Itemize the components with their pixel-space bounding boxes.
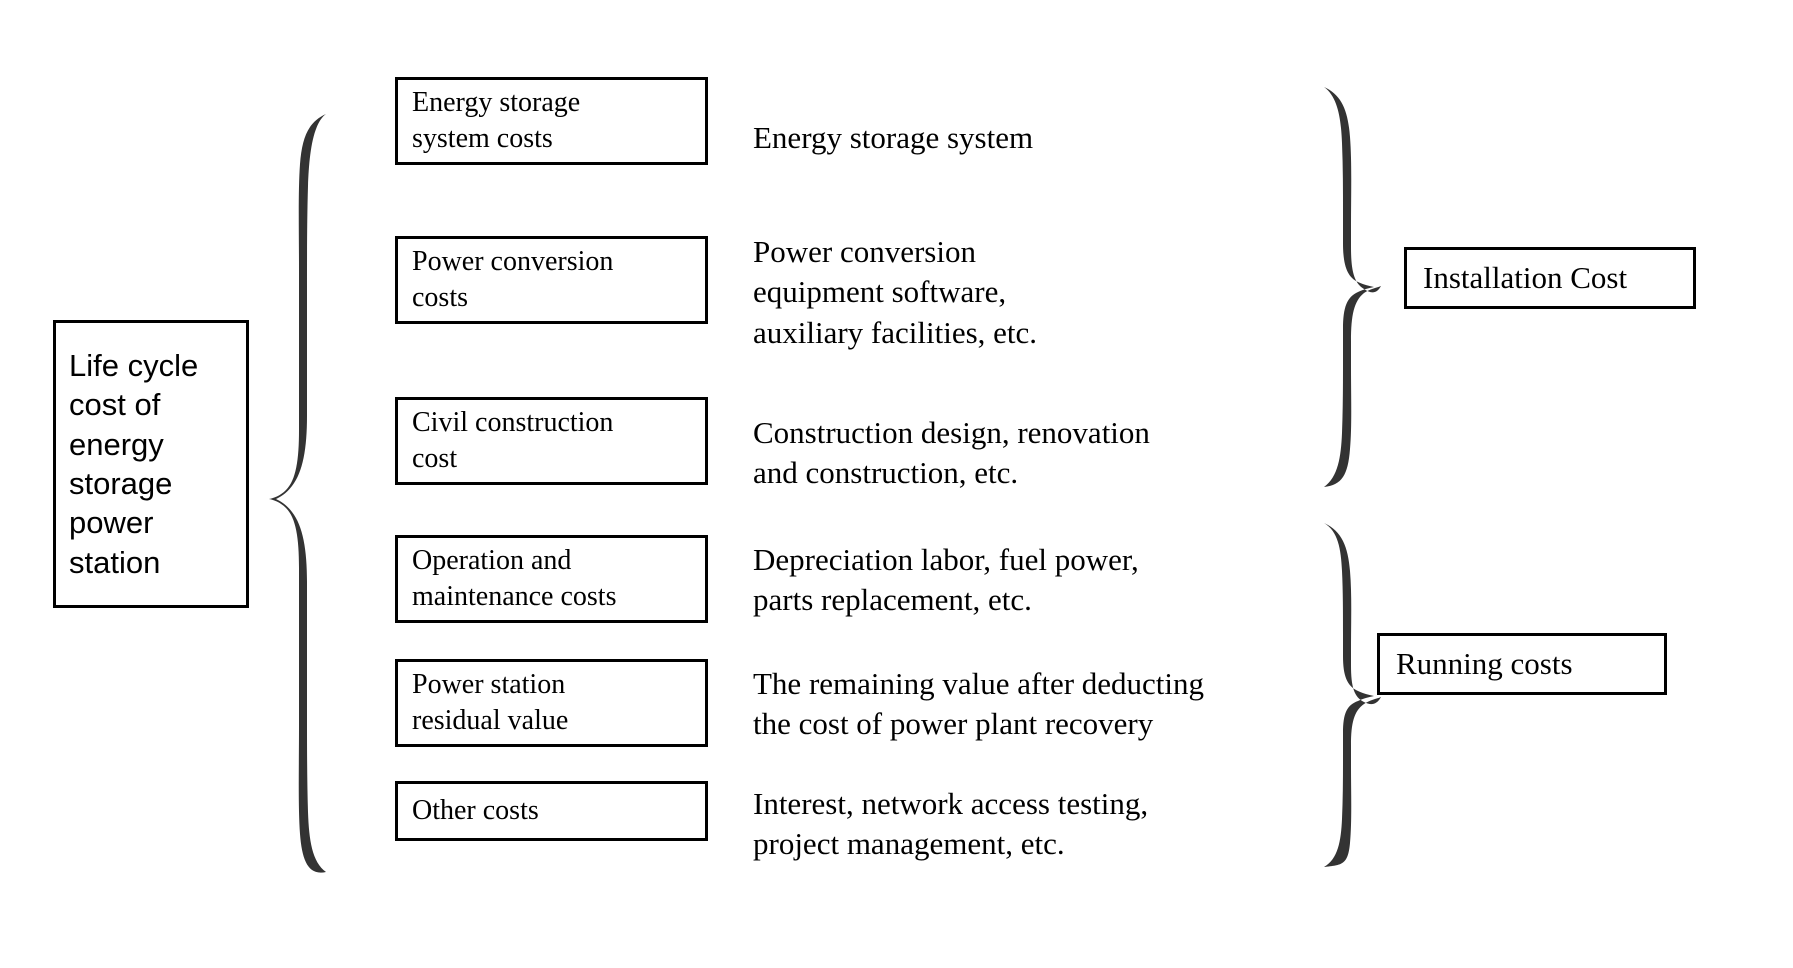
description-operation-maintenance: Depreciation labor, fuel power, parts re…: [753, 542, 1139, 618]
root-node-life-cycle-cost: Life cycle cost of energy storage power …: [53, 320, 249, 608]
root-node-label: Life cycle cost of energy storage power …: [69, 347, 199, 580]
category-box-running-costs: Running costs: [1377, 633, 1667, 695]
description-energy-storage-system: Energy storage system: [753, 120, 1034, 155]
left-brace-icon: [269, 114, 326, 873]
component-box-operation-and-maintenance-costs: Operation and maintenance costs: [395, 535, 708, 623]
component-label: Power conversion costs: [412, 245, 614, 313]
category-label: Installation Cost: [1423, 260, 1628, 296]
description-other-costs: Interest, network access testing, projec…: [753, 786, 1149, 862]
right-brace-installation-icon: [1324, 87, 1381, 487]
category-label: Running costs: [1396, 646, 1573, 682]
description-residual-value: The remaining value after deducting the …: [753, 666, 1205, 742]
description-power-conversion: Power conversion equipment software, aux…: [753, 234, 1038, 350]
component-box-other-costs: Other costs: [395, 781, 708, 841]
right-brace-installation: [1322, 85, 1382, 489]
description-civil-construction: Construction design, renovation and cons…: [753, 415, 1150, 491]
component-label: Civil construction cost: [412, 406, 614, 474]
component-box-energy-storage-system-costs: Energy storage system costs: [395, 77, 708, 165]
component-label: Other costs: [412, 794, 539, 826]
component-label: Operation and maintenance costs: [412, 544, 617, 612]
left-brace: [268, 112, 328, 874]
right-brace-running: [1322, 521, 1382, 869]
category-box-installation-cost: Installation Cost: [1404, 247, 1696, 309]
component-label: Power station residual value: [412, 668, 569, 736]
component-box-civil-construction-cost: Civil construction cost: [395, 397, 708, 485]
component-box-power-station-residual-value: Power station residual value: [395, 659, 708, 747]
component-box-power-conversion-costs: Power conversion costs: [395, 236, 708, 324]
right-brace-running-icon: [1324, 523, 1381, 867]
component-label: Energy storage system costs: [412, 86, 581, 154]
